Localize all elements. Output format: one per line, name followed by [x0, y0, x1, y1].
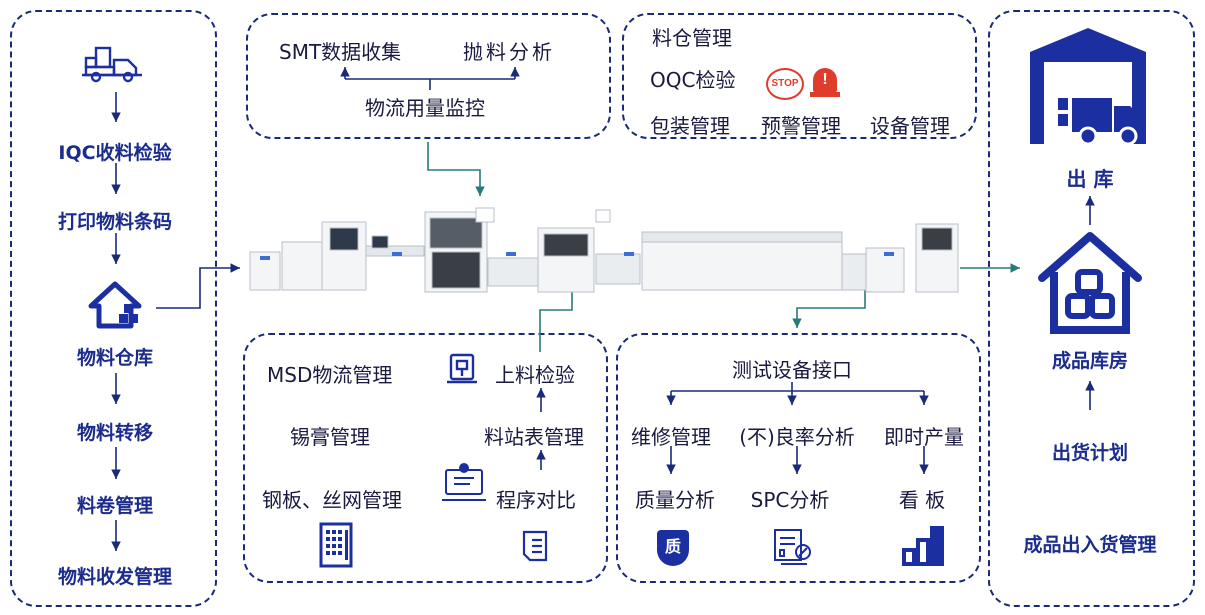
- stop-sign-icon: STOP: [766, 68, 804, 100]
- outbound-warehouse-truck-icon: [1030, 28, 1146, 146]
- truck-icon: [82, 46, 142, 83]
- quality-mgmt-panel: [622, 13, 977, 139]
- label-smt-data: SMT数据收集: [279, 40, 402, 64]
- quality-shield-icon: 质: [657, 530, 689, 566]
- finished-goods-house-icon: [1038, 232, 1142, 334]
- bar-chart-icon: [902, 526, 944, 566]
- label-outbound: 出 库: [1066, 167, 1114, 191]
- label-ship-plan: 出货计划: [1051, 442, 1129, 464]
- material-mgmt-panel: [243, 333, 608, 583]
- label-kanban: 看 板: [898, 488, 946, 512]
- label-quality-analysis: 质量分析: [635, 488, 715, 512]
- step-iqc: IQC收料检验: [58, 142, 172, 164]
- quality-shield-text: 质: [664, 537, 681, 556]
- label-throw-analysis: 抛料分析: [463, 40, 555, 64]
- label-flow-monitor: 物流用量监控: [365, 96, 485, 120]
- label-msd: MSD物流管理: [267, 363, 393, 387]
- label-repair: 维修管理: [631, 425, 711, 449]
- label-solder-paste: 锡膏管理: [290, 425, 370, 449]
- step-issue-receive: 物料收发管理: [57, 566, 173, 588]
- label-fg-store: 成品库房: [1051, 350, 1129, 372]
- finished-goods-panel: [988, 10, 1195, 607]
- label-program-compare: 程序对比: [496, 488, 576, 512]
- label-equipment-mgmt: 设备管理: [870, 114, 950, 138]
- step-material-warehouse: 物料仓库: [76, 347, 154, 369]
- label-yield: (不)良率分析: [739, 425, 855, 449]
- warehouse-home-icon: [88, 281, 142, 329]
- label-stencil: 钢板、丝网管理: [262, 488, 402, 512]
- clipboard-list-icon: [522, 530, 548, 562]
- alarm-light-icon: !: [810, 66, 840, 98]
- smt-data-panel: [246, 13, 611, 139]
- program-chip-icon: [442, 463, 486, 501]
- test-interface-panel: [616, 333, 981, 583]
- label-real-time-output: 即时产量: [884, 425, 964, 449]
- label-station-table: 料站表管理: [484, 425, 584, 449]
- label-fg-in-out-mgmt: 成品出入货管理: [1023, 534, 1157, 556]
- cabinet-icon: [319, 522, 353, 568]
- label-test-interface: 测试设备接口: [732, 358, 852, 382]
- label-packing: 包装管理: [650, 114, 730, 138]
- label-oqc: OQC检验: [650, 68, 736, 92]
- label-spc: SPC分析: [750, 488, 830, 512]
- label-alarm-mgmt: 预警管理: [761, 114, 841, 138]
- inspection-icon: [447, 353, 477, 384]
- step-print-barcode: 打印物料条码: [57, 211, 173, 233]
- spc-report-icon: [774, 529, 811, 565]
- material-flow-panel: [10, 10, 217, 607]
- alarm-light-mark: !: [822, 71, 828, 88]
- label-bin-management: 料仓管理: [652, 26, 732, 50]
- step-reel-management: 料卷管理: [76, 495, 154, 517]
- label-feed-check: 上料检验: [495, 363, 575, 387]
- step-material-transfer: 物料转移: [76, 422, 154, 444]
- stop-sign-text: STOP: [771, 78, 799, 89]
